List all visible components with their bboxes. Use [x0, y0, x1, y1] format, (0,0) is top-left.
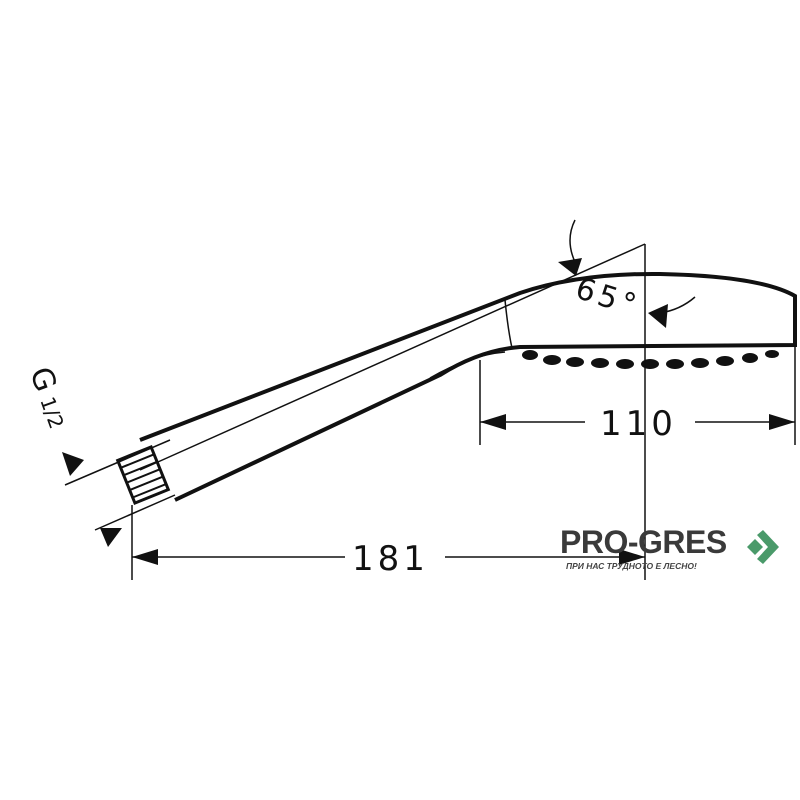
dimension-110: 110: [480, 404, 795, 444]
pro-gres-logo: PRO-GRES ПРИ НАС ТРУДНОТО Е ЛЕСНО!: [560, 526, 800, 571]
shower-outline: [139, 271, 797, 502]
angle-label: 65°: [571, 271, 644, 324]
thread-label: G 1/2: [22, 363, 69, 432]
logo-chevron-icon: [747, 530, 779, 564]
logo-name: PRO-GRES: [560, 524, 727, 560]
logo-tagline: ПРИ НАС ТРУДНОТО Е ЛЕСНО!: [566, 561, 697, 571]
dimension-181: 181: [132, 539, 645, 579]
dimension-arrows: [62, 258, 668, 547]
spray-nozzles: [522, 350, 779, 369]
construction-lines: [64, 219, 796, 580]
thread-connector: [115, 444, 171, 506]
dim-181-label: 181: [352, 539, 429, 579]
thread-fraction: 1/2: [35, 394, 69, 432]
handle-inner-line: [429, 351, 506, 379]
dim-110-label: 110: [600, 404, 677, 444]
